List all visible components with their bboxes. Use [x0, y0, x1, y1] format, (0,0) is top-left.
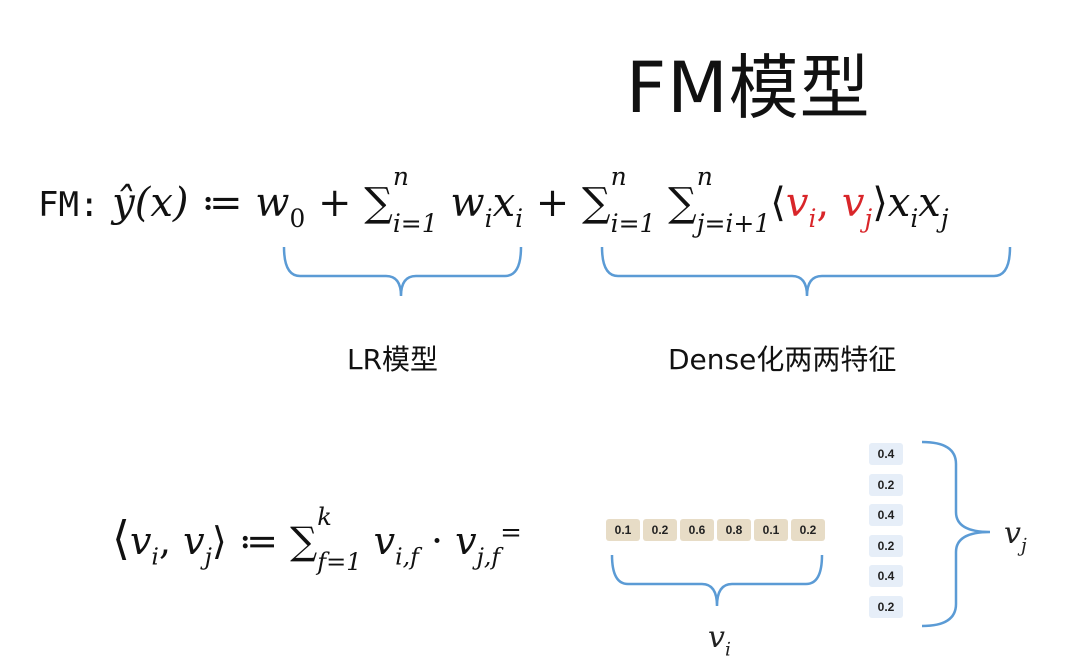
- fm-sum-1-sup: n: [392, 162, 409, 191]
- fm-sum-1-sub: i=1: [392, 209, 438, 238]
- fm-vi: v: [785, 180, 809, 226]
- vector-vi-label-sub: i: [724, 639, 731, 661]
- fm-vi-sub: i: [808, 204, 817, 234]
- fm-sum-2-sub: i=1: [610, 209, 656, 238]
- ip-vj-sub: j: [204, 542, 212, 571]
- fm-sum-3-sup: n: [696, 162, 713, 191]
- dense-brace: [600, 246, 1012, 297]
- ip-vi-sub: i: [151, 542, 159, 571]
- fm-xi: x: [492, 180, 516, 226]
- vector-vi-cell: 0.1: [606, 519, 640, 541]
- fm-xi-2: x: [887, 180, 911, 226]
- ip-vif-sub: i,f: [395, 542, 419, 571]
- fm-sum-2-limits: n i=1: [610, 162, 656, 249]
- vector-vj-cell: 0.4: [869, 504, 903, 526]
- ip-dot: ·: [418, 519, 456, 563]
- ip-sum-sup: k: [317, 503, 332, 531]
- vector-vj-label: vj: [1004, 516, 1027, 556]
- fm-sum-3-limits: n j=i+1: [696, 162, 771, 249]
- ip-vjf: v: [455, 519, 477, 563]
- vector-vi-cell: 0.6: [680, 519, 714, 541]
- ip-sum-limits: k f=1: [317, 503, 362, 587]
- vector-vj-cell: 0.4: [869, 443, 903, 465]
- vector-vi-cell: 0.2: [643, 519, 677, 541]
- vector-vj-cell: 0.4: [869, 565, 903, 587]
- fm-vj: v: [841, 180, 865, 226]
- fm-yhat: ŷ(x) ≔: [112, 180, 256, 226]
- fm-langle: ⟨: [770, 180, 786, 226]
- fm-sum-3-sub: j=i+1: [696, 209, 771, 238]
- ip-equals: =: [500, 518, 522, 548]
- vector-vj-label-v: v: [1004, 516, 1021, 551]
- ip-vj: v: [183, 519, 205, 563]
- vector-vi-cell: 0.1: [754, 519, 788, 541]
- fm-rangle: ⟩: [872, 180, 888, 226]
- dense-pairwise-label: Dense化两两特征: [668, 343, 897, 376]
- ip-sum: ∑: [290, 519, 318, 563]
- fm-wi-sub: i: [484, 204, 493, 234]
- ip-vi: v: [129, 519, 152, 563]
- fm-w0: w: [255, 180, 290, 226]
- fm-plus-1: +: [305, 180, 365, 226]
- fm-xi-2-sub: i: [910, 204, 919, 234]
- fm-xi-sub: i: [515, 204, 524, 234]
- vector-vj-cell: 0.2: [869, 534, 903, 557]
- ip-vjf-sub: j,f: [476, 542, 501, 571]
- fm-plus-2: +: [523, 180, 583, 226]
- vector-vi-label: vi: [708, 620, 731, 660]
- ip-vif: v: [373, 519, 396, 563]
- fm-w0-sub: 0: [289, 204, 306, 234]
- fm-xj-sub: j: [940, 204, 949, 234]
- lr-brace: [282, 246, 523, 297]
- fm-vj-sub: j: [864, 204, 873, 234]
- fm-xj: x: [918, 180, 941, 226]
- ip-comma: ,: [158, 519, 184, 563]
- ip-langle: ⟨: [112, 511, 130, 565]
- vector-vi-cell: 0.8: [717, 519, 751, 541]
- vector-vj-cell: 0.2: [869, 595, 903, 618]
- fm-sum-1-limits: n i=1: [392, 162, 438, 249]
- lr-model-label: LR模型: [347, 343, 439, 376]
- fm-sum-2-sup: n: [610, 162, 627, 191]
- fm-wi: w: [437, 180, 485, 226]
- fm-sum-3: ∑: [668, 180, 697, 226]
- fm-comma: ,: [816, 180, 842, 226]
- vector-vj-label-sub: j: [1020, 535, 1027, 557]
- ip-sum-sub: f=1: [317, 548, 362, 576]
- ip-rangle: ⟩ ≔: [211, 519, 291, 563]
- vi-brace: [610, 554, 824, 607]
- fm-sum-2: ∑: [582, 180, 611, 226]
- fm-sum-1: ∑: [364, 180, 393, 226]
- vj-brace: [921, 440, 991, 628]
- fm-label: FM:: [38, 185, 100, 225]
- page-title: FM模型: [626, 47, 871, 129]
- vector-vi-label-v: v: [708, 620, 725, 655]
- vector-vj-cell: 0.2: [869, 473, 903, 496]
- vector-vi-cell: 0.2: [791, 519, 825, 541]
